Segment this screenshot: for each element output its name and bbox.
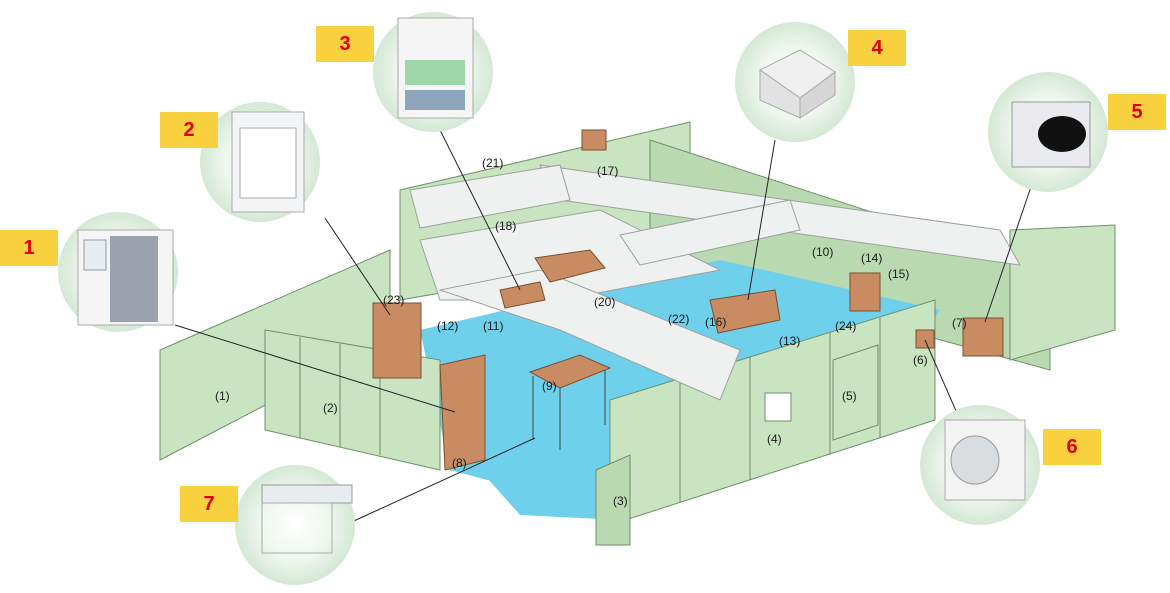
floor-front [480,430,620,520]
label-5: (5) [842,389,857,403]
hepa-box-16 [709,289,781,334]
thumb-pass-through [988,72,1108,192]
label-14: (14) [861,251,882,265]
label-3: (3) [613,494,628,508]
label-13: (13) [779,334,800,348]
door-3 [595,454,631,546]
label-17: (17) [597,164,618,178]
unit-6 [915,329,935,349]
label-6: (6) [913,353,928,367]
fan-box-11 [499,281,546,309]
table-9 [528,354,612,389]
label-15: (15) [888,267,909,281]
badge-6: 6 [1043,429,1101,465]
air-shower-8 [439,354,486,471]
duct-mid [619,199,801,266]
duct-left [409,164,571,229]
thumb-pass-box [200,102,320,222]
thumb-biosafety-cabinet [373,12,493,132]
badge-5: 5 [1108,94,1166,130]
label-22: (22) [668,312,689,326]
thumb-fan-filter-unit [920,405,1040,525]
label-11: (11) [483,319,503,333]
label-21: (21) [482,156,503,170]
window-4 [764,392,792,422]
label-24: (24) [835,319,856,333]
badge-2: 2 [160,112,218,148]
label-8: (8) [452,456,467,470]
cabinet-23 [372,302,422,379]
label-2: (2) [323,401,338,415]
label-9: (9) [542,379,557,393]
unit-top [581,129,607,151]
label-18: (18) [495,219,516,233]
badge-7: 7 [180,486,238,522]
badge-3: 3 [316,26,374,62]
hepa-box-18 [534,249,606,283]
thumb-air-shower [58,212,178,332]
badge-1: 1 [0,230,58,266]
label-7: (7) [952,316,967,330]
label-23: (23) [383,293,404,307]
label-16: (16) [705,315,726,329]
thumb-hepa-box [735,22,855,142]
unit-7 [962,317,1004,357]
right-outer-wall [1009,224,1116,361]
label-10: (10) [812,245,833,259]
badge-4: 4 [848,30,906,66]
label-20: (20) [594,295,615,309]
label-4: (4) [767,432,782,446]
label-1: (1) [215,389,230,403]
label-12: (12) [437,319,458,333]
cabinet-24 [849,272,881,312]
door-5 [832,344,879,441]
thumb-laminar-flow-hood [235,465,355,585]
